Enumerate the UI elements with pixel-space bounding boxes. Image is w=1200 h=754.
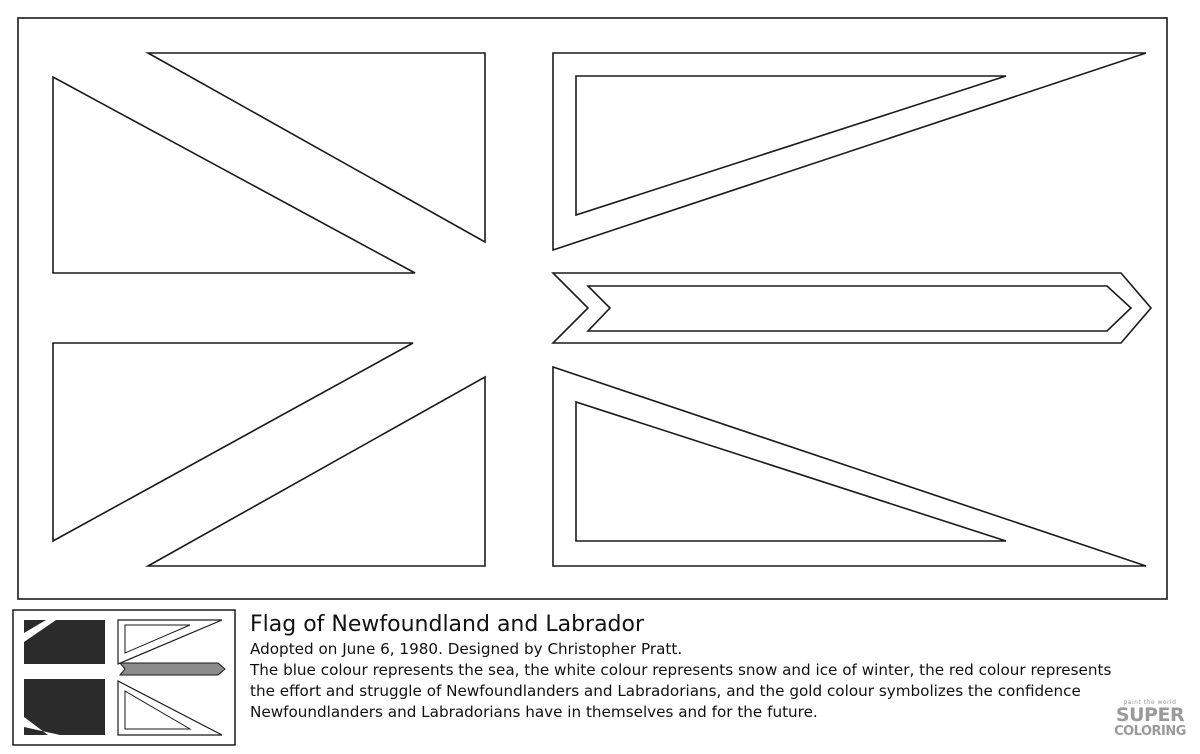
arrow-inner	[586, 285, 1133, 332]
flag-border	[17, 17, 1168, 600]
watermark-brand-bottom: COLORING	[1114, 724, 1186, 739]
thumb-block-top-left	[24, 620, 105, 664]
flag-caption: Flag of Newfoundland and Labrador Adopte…	[250, 611, 1150, 723]
super-coloring-watermark: paint the world SUPER COLORING	[1108, 699, 1192, 747]
watermark-tagline: paint the world	[1123, 699, 1177, 706]
caption-adopted: Adopted on June 6, 1980. Designed by Chr…	[250, 640, 683, 658]
pennant-bottom-outer	[552, 365, 1147, 567]
triangle-top-left-lower	[52, 75, 416, 274]
thumb-arrow	[118, 662, 226, 676]
triangle-bottom-left-upper	[52, 342, 414, 543]
arrow-outer	[551, 272, 1153, 344]
thumb-stripe-top	[24, 620, 56, 642]
pennant-top-outer	[552, 52, 1147, 252]
pennant-bottom-inner	[575, 400, 1007, 542]
thumb-block-bottom-left	[24, 679, 105, 735]
caption-title: Flag of Newfoundland and Labrador	[250, 612, 645, 637]
thumb-pennant-top-inner	[124, 624, 191, 654]
caption-description-line-1: The blue colour represents the sea, the …	[250, 661, 1112, 679]
flag-thumbnail	[12, 609, 236, 746]
caption-description-line-2: the effort and struggle of Newfoundlande…	[250, 682, 1081, 700]
watermark-brand-top: SUPER	[1115, 704, 1185, 726]
caption-description-line-3: Newfoundlanders and Labradorians have in…	[250, 703, 818, 721]
triangle-top-left-upper	[144, 52, 486, 244]
thumb-pennant-bottom-inner	[124, 690, 192, 730]
triangle-bottom-left-lower	[144, 375, 486, 567]
thumb-stripe-bottom	[24, 717, 60, 735]
pennant-top-inner	[575, 75, 1007, 217]
